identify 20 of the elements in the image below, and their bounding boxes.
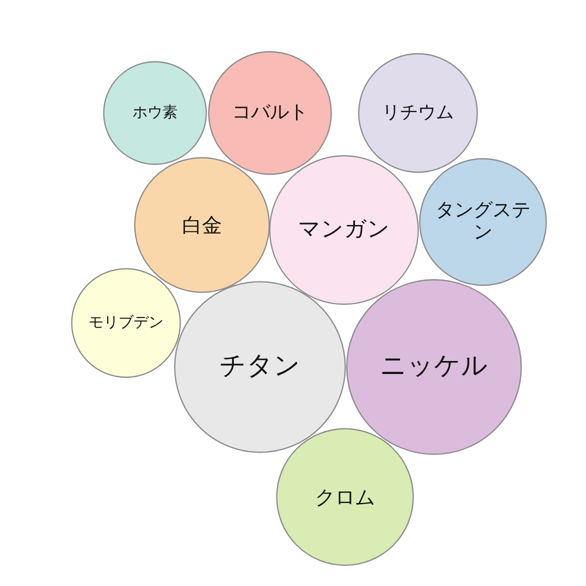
bubble [269,155,419,305]
bubble-label: モリブデン [88,314,164,332]
bubble [276,428,414,566]
bubble [134,157,270,293]
bubble-label: クロム [315,486,375,508]
bubble [419,158,547,286]
bubble [71,268,181,378]
bubble-label: ニッケル [380,352,488,382]
bubble-label: ホウ素 [132,104,178,122]
bubble-label: マンガン [298,217,390,243]
bubble [103,61,207,165]
bubble-label: コバルト [232,102,308,124]
bubble-label: 白金 [182,214,222,236]
bubble [208,51,332,175]
bubble [358,53,478,173]
bubble [174,281,346,453]
bubble [346,279,522,455]
bubble-label: チタン [220,352,300,382]
bubble-label: リチウム [382,102,454,124]
bubble-label: タングステン [434,200,532,244]
